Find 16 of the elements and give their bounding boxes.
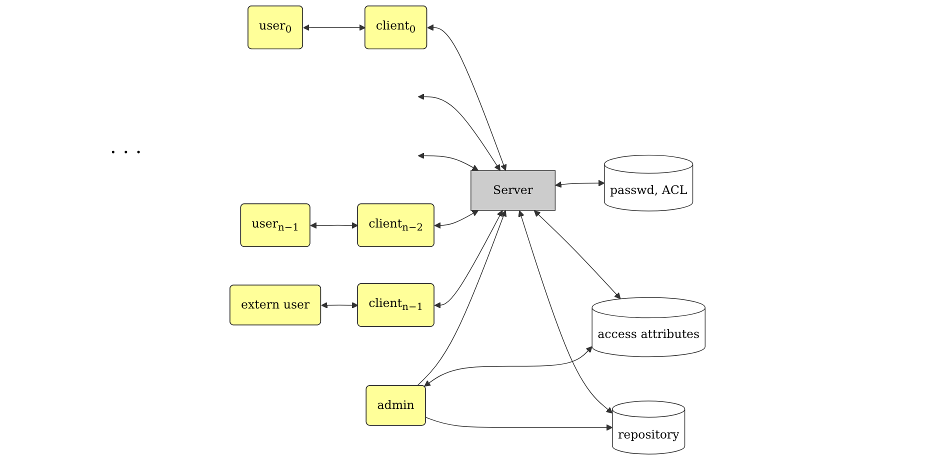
node-box: Server: [471, 170, 556, 211]
arrow: [303, 24, 366, 31]
arrow: [426, 416, 614, 431]
arrow: [434, 210, 480, 229]
arrow: [417, 210, 507, 386]
arrow: [428, 24, 508, 171]
arrow: [556, 180, 606, 188]
arrow: [418, 94, 501, 171]
ellipsis-text: · · ·: [110, 140, 142, 164]
arrow: [418, 152, 480, 171]
arrow: [310, 222, 359, 229]
arrow: [322, 302, 359, 308]
arrow: [434, 210, 504, 308]
arrow: [534, 210, 622, 300]
arrow: [518, 210, 614, 414]
arrow: [424, 346, 593, 387]
